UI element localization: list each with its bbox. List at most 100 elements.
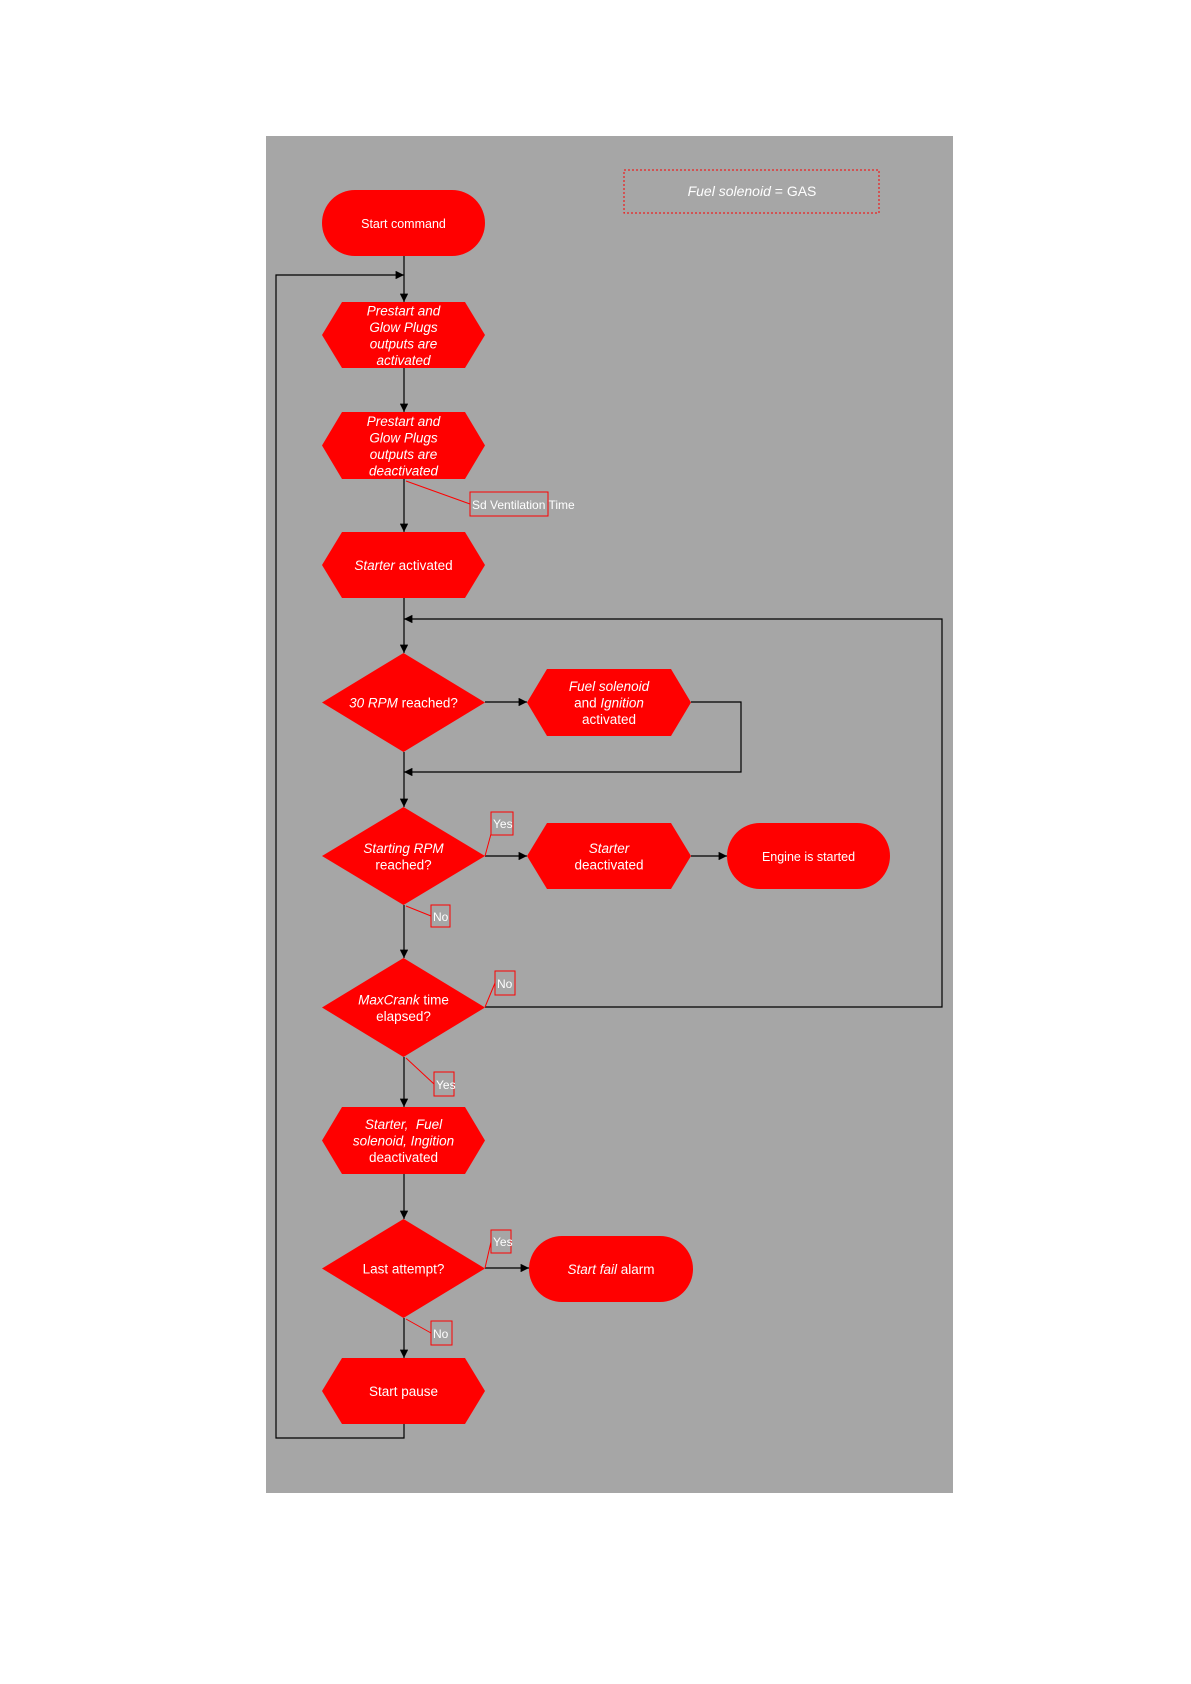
node-label-line: Prestart and <box>367 303 441 318</box>
starting-rpm-no-callout: No <box>405 904 451 928</box>
start-command-node: Start command <box>322 190 485 256</box>
node-label-line: Prestart and <box>367 414 441 429</box>
start-fail-alarm-node: Start fail alarm <box>529 1236 693 1302</box>
process-hexagon-shape <box>322 1107 485 1174</box>
node-label-segment: Glow Plugs <box>369 320 438 335</box>
note-text-segment: Fuel solenoid <box>688 183 772 199</box>
node-label-segment: MaxCrank <box>358 992 421 1007</box>
callout-label: No <box>433 910 449 924</box>
process-hexagon-shape <box>322 302 485 368</box>
node-label-line: activated <box>582 712 636 727</box>
node-label-line: Starting RPM <box>363 841 444 856</box>
callout-leader-line <box>405 1057 435 1085</box>
node-label-segment: Ignition <box>600 696 644 711</box>
starter-on-node: Starter activated <box>322 532 485 598</box>
callout-label: Yes <box>493 1235 513 1249</box>
node-label-segment: Last attempt? <box>363 1262 445 1277</box>
decision-diamond-shape <box>322 653 485 752</box>
decision-diamond-shape <box>322 807 485 905</box>
node-label-line: Starter activated <box>354 558 452 573</box>
callout-label: No <box>433 1327 449 1341</box>
maxcrank-no-callout: No <box>484 970 516 1008</box>
node-label-line: Start command <box>361 217 446 231</box>
node-label-line: solenoid, Ingition <box>353 1134 454 1149</box>
node-label-segment: deactivated <box>574 857 643 872</box>
last-attempt-no-callout: No <box>405 1318 453 1346</box>
start-pause-node: Start pause <box>322 1358 485 1424</box>
rpm30-check-node: 30 RPM reached? <box>322 653 485 752</box>
edge-fuel-ignition-return <box>404 701 742 777</box>
node-label-segment: deactivated <box>369 1150 438 1165</box>
decision-diamond-shape <box>322 958 485 1057</box>
node-label-line: Last attempt? <box>363 1262 445 1277</box>
node-label-line: deactivated <box>369 1150 438 1165</box>
node-label-line: activated <box>376 353 431 368</box>
terminal-shape <box>322 190 485 256</box>
sd-ventilation-time-callout: Sd Ventilation Time <box>405 480 575 517</box>
node-label-segment: activated <box>376 353 431 368</box>
node-label-segment: Prestart and <box>367 414 441 429</box>
node-label-segment: alarm <box>617 1262 655 1277</box>
node-label-segment: 30 RPM <box>349 696 399 711</box>
node-label-segment: Starter, Fuel <box>365 1117 443 1132</box>
maxcrank-check-node: MaxCrank time elapsed? <box>322 958 485 1057</box>
node-label-segment: Engine is started <box>762 850 855 864</box>
maxcrank-yes-callout: Yes <box>405 1057 456 1097</box>
edge-maxcrank-no-loop <box>404 614 943 1008</box>
node-label-segment: Starting RPM <box>363 841 444 856</box>
process-hexagon-shape <box>527 669 691 736</box>
terminal-shape <box>529 1236 693 1302</box>
node-label-line: MaxCrank time <box>358 992 449 1007</box>
node-label-line: Start pause <box>369 1384 438 1399</box>
process-hexagon-shape <box>322 1358 485 1424</box>
node-label-line: and Ignition <box>574 696 644 711</box>
node-label-segment: activated <box>582 712 636 727</box>
callout-leader-line <box>484 982 496 1008</box>
all-off-node: Starter, Fuel solenoid, Ingitiondeactivat… <box>322 1107 485 1174</box>
note-dotted-frame <box>623 169 880 214</box>
process-hexagon-shape <box>527 823 691 889</box>
terminal-shape <box>727 823 890 889</box>
process-hexagon-shape <box>322 532 485 598</box>
node-label-segment: deactivated <box>369 463 439 478</box>
node-label-segment: outputs are <box>370 336 438 351</box>
callout-leader-line <box>484 833 492 857</box>
node-label-line: deactivated <box>369 463 439 478</box>
node-label-segment: Prestart and <box>367 303 441 318</box>
callout-frame <box>430 1320 453 1346</box>
callout-frame <box>430 904 451 928</box>
node-label-line: 30 RPM reached? <box>349 696 458 711</box>
node-label-segment: Fuel solenoid <box>569 679 650 694</box>
note-text: Fuel solenoid = GAS <box>688 183 817 199</box>
node-label-segment: reached? <box>375 857 431 872</box>
node-label-segment: activated <box>395 558 453 573</box>
engine-started-node: Engine is started <box>727 823 890 889</box>
callout-leader-line <box>405 1318 432 1334</box>
node-label-line: Glow Plugs <box>369 320 438 335</box>
node-label-line: reached? <box>375 857 431 872</box>
node-label-line: Engine is started <box>762 850 855 864</box>
node-label-segment: time <box>420 992 449 1007</box>
node-label-line: Starter <box>589 841 630 856</box>
node-label-segment: elapsed? <box>376 1009 431 1024</box>
node-label-line: Starter, Fuel <box>365 1117 443 1132</box>
callout-frame <box>490 1229 512 1254</box>
edge-start-pause-retry-loop <box>275 270 405 1439</box>
node-label-segment: Start command <box>361 217 446 231</box>
callout-leader-line <box>405 480 471 505</box>
callout-label: Sd Ventilation Time <box>472 498 575 512</box>
callout-label: No <box>497 977 513 991</box>
node-label-segment: reached? <box>398 696 458 711</box>
node-label-line: elapsed? <box>376 1009 431 1024</box>
callout-leader-line <box>405 905 432 917</box>
node-label-line: deactivated <box>574 857 643 872</box>
process-hexagon-shape <box>322 412 485 479</box>
